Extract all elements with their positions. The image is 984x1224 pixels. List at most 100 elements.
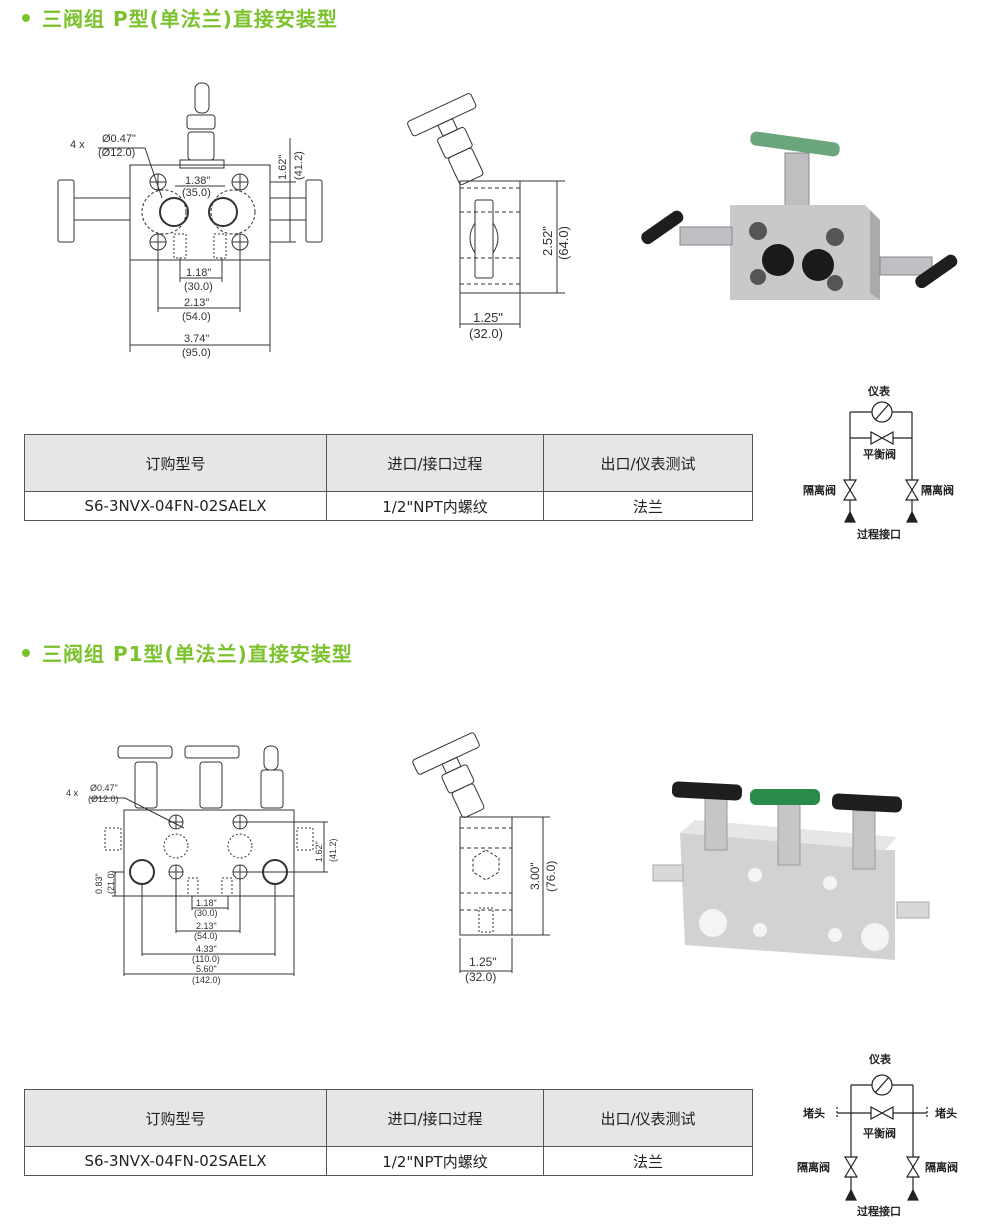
dim-5-60-in: 5.60" — [196, 964, 217, 974]
label-equalizing-valve: 平衡阀 — [863, 1126, 896, 1140]
left-handle-icon — [57, 179, 75, 243]
label-process-connection: 过程接口 — [857, 1204, 901, 1218]
hole-dia-in: Ø0.47" — [102, 133, 136, 145]
process-port-left-icon — [845, 1188, 857, 1201]
label-isolation-left: 隔离阀 — [803, 483, 836, 497]
cell-order-number: S6-3NVX-04FN-02SAELX — [24, 491, 327, 521]
process-port-left-icon — [844, 510, 856, 523]
dim-3-74-mm: (95.0) — [182, 347, 211, 359]
dim-1-62-mm: (41.2) — [293, 151, 305, 180]
label-instrument: 仪表 — [868, 1052, 892, 1066]
black-handle-left-icon — [671, 781, 743, 801]
dim-2-13-mm: (54.0) — [182, 311, 211, 323]
spec-table-p: 订购型号 进口/接口过程 出口/仪表测试 S6-3NVX-04FN-02SAEL… — [24, 434, 753, 521]
label-instrument: 仪表 — [867, 384, 891, 398]
dim-2-13-in: 2.13" — [196, 921, 217, 931]
side-height-mm: (64.0) — [556, 226, 571, 260]
label-isolation-right: 隔离阀 — [921, 483, 954, 497]
dim-1-18-in: 1.18" — [196, 898, 217, 908]
hole-count-label: 4 x — [70, 139, 85, 151]
dim-1-62-in: 1.62" — [277, 155, 289, 180]
side-body — [459, 180, 521, 294]
hole-count-label: 4 x — [66, 788, 79, 798]
header-order-number: 订购型号 — [24, 1089, 327, 1147]
header-order-number: 订购型号 — [24, 434, 327, 492]
handle-left-icon — [117, 745, 173, 759]
isolation-valve-right-icon — [904, 479, 920, 492]
side-height-in: 2.52" — [540, 226, 555, 256]
dim-1-18-mm: (30.0) — [194, 908, 218, 918]
product-photo-p — [630, 125, 960, 305]
label-isolation-left: 隔离阀 — [797, 1160, 830, 1174]
label-equalizing-valve: 平衡阀 — [863, 447, 896, 461]
process-port-right-icon — [907, 1188, 919, 1201]
side-view-drawing-p1: 3.00" (76.0) 1.25" (32.0) — [405, 730, 580, 995]
hole-dia-in: Ø0.47" — [90, 783, 118, 793]
section-title-p-type: 三阀组 P型(单法兰)直接安装型 — [22, 3, 338, 32]
dim-0-83-mm: (21.0) — [106, 870, 116, 894]
cell-order-number: S6-3NVX-04FN-02SAELX — [24, 1146, 327, 1176]
manifold-block — [730, 205, 880, 300]
side-width-mm: (32.0) — [469, 326, 503, 341]
manifold-body — [123, 809, 295, 897]
isolation-valve-right-icon — [905, 1156, 921, 1169]
product-photo-p1 — [635, 765, 945, 965]
bullet-icon — [22, 648, 30, 657]
dim-1-18-in: 1.18" — [186, 267, 211, 279]
header-outlet-instrument: 出口/仪表测试 — [543, 1089, 753, 1147]
handle-center-icon — [184, 745, 240, 759]
equalizing-valve-icon — [870, 1105, 884, 1121]
dim-1-38-in: 1.38" — [185, 175, 210, 187]
dim-1-62-in: 1.62" — [314, 841, 324, 862]
label-process-connection: 过程接口 — [857, 527, 901, 541]
valve-schematic-p1: 仪表 堵头 堵头 平衡阀 隔离阀 隔离阀 过程接口 — [785, 1045, 980, 1220]
green-handle-icon — [750, 789, 820, 805]
cell-outlet-instrument: 法兰 — [543, 491, 753, 521]
label-isolation-right: 隔离阀 — [925, 1160, 958, 1174]
process-port-right-icon — [906, 510, 918, 523]
side-width-in: 1.25" — [469, 955, 497, 969]
header-inlet-process: 进口/接口过程 — [326, 1089, 544, 1147]
section-title-text: 三阀组 P型(单法兰)直接安装型 — [42, 7, 338, 31]
front-view-drawing-p1: 4 x Ø0.47" (Ø12.0) 1.62" (41.2) 0.83" (2… — [60, 738, 360, 993]
side-view-drawing-p: 2.52" (64.0) 1.25" (32.0) — [405, 88, 580, 353]
section-title-p1-type: 三阀组 P1型(单法兰)直接安装型 — [22, 638, 353, 667]
side-body — [459, 816, 513, 936]
dim-0-83-in: 0.83" — [94, 873, 104, 894]
dim-3-74-in: 3.74" — [184, 333, 209, 345]
cell-inlet-process: 1/2"NPT内螺纹 — [326, 491, 544, 521]
front-view-drawing-p: 4 x Ø0.47" (Ø12.0) 1.38" (35.0) 1.18" (3… — [50, 80, 330, 365]
isolation-valve-left-icon — [842, 479, 858, 492]
side-height-in: 3.00" — [528, 862, 542, 890]
table-row: S6-3NVX-04FN-02SAELX 1/2"NPT内螺纹 法兰 — [24, 1146, 753, 1176]
section-title-text: 三阀组 P1型(单法兰)直接安装型 — [42, 642, 353, 666]
label-plug-left: 堵头 — [803, 1106, 825, 1120]
isolation-valve-left-icon — [843, 1156, 859, 1169]
green-handle-icon — [750, 131, 840, 157]
right-handle-icon — [305, 179, 323, 243]
black-handle-left-icon — [641, 210, 684, 245]
bullet-icon — [22, 13, 30, 22]
spec-table-p1: 订购型号 进口/接口过程 出口/仪表测试 S6-3NVX-04FN-02SAEL… — [24, 1089, 753, 1176]
table-row: S6-3NVX-04FN-02SAELX 1/2"NPT内螺纹 法兰 — [24, 491, 753, 521]
black-handle-right-icon — [831, 793, 903, 813]
dim-2-13-in: 2.13" — [184, 297, 209, 309]
equalizing-valve-icon — [870, 430, 884, 446]
dim-5-60-mm: (142.0) — [192, 975, 221, 985]
dim-1-62-mm: (41.2) — [328, 838, 338, 862]
manifold-block — [680, 833, 895, 960]
label-plug-right: 堵头 — [935, 1106, 957, 1120]
side-width-in: 1.25" — [473, 310, 503, 325]
dim-4-33-in: 4.33" — [196, 944, 217, 954]
dim-1-38-mm: (35.0) — [182, 187, 211, 199]
cell-outlet-instrument: 法兰 — [543, 1146, 753, 1176]
side-height-mm: (76.0) — [544, 861, 558, 892]
cell-inlet-process: 1/2"NPT内螺纹 — [326, 1146, 544, 1176]
dim-1-18-mm: (30.0) — [184, 281, 213, 293]
valve-schematic-p: 仪表 平衡阀 隔离阀 隔离阀 过程接口 — [795, 380, 975, 545]
hole-dia-mm: (Ø12.0) — [98, 147, 135, 159]
side-width-mm: (32.0) — [465, 970, 496, 984]
top-handle-icon — [194, 82, 210, 114]
header-outlet-instrument: 出口/仪表测试 — [543, 434, 753, 492]
side-handle-icon — [412, 732, 480, 775]
